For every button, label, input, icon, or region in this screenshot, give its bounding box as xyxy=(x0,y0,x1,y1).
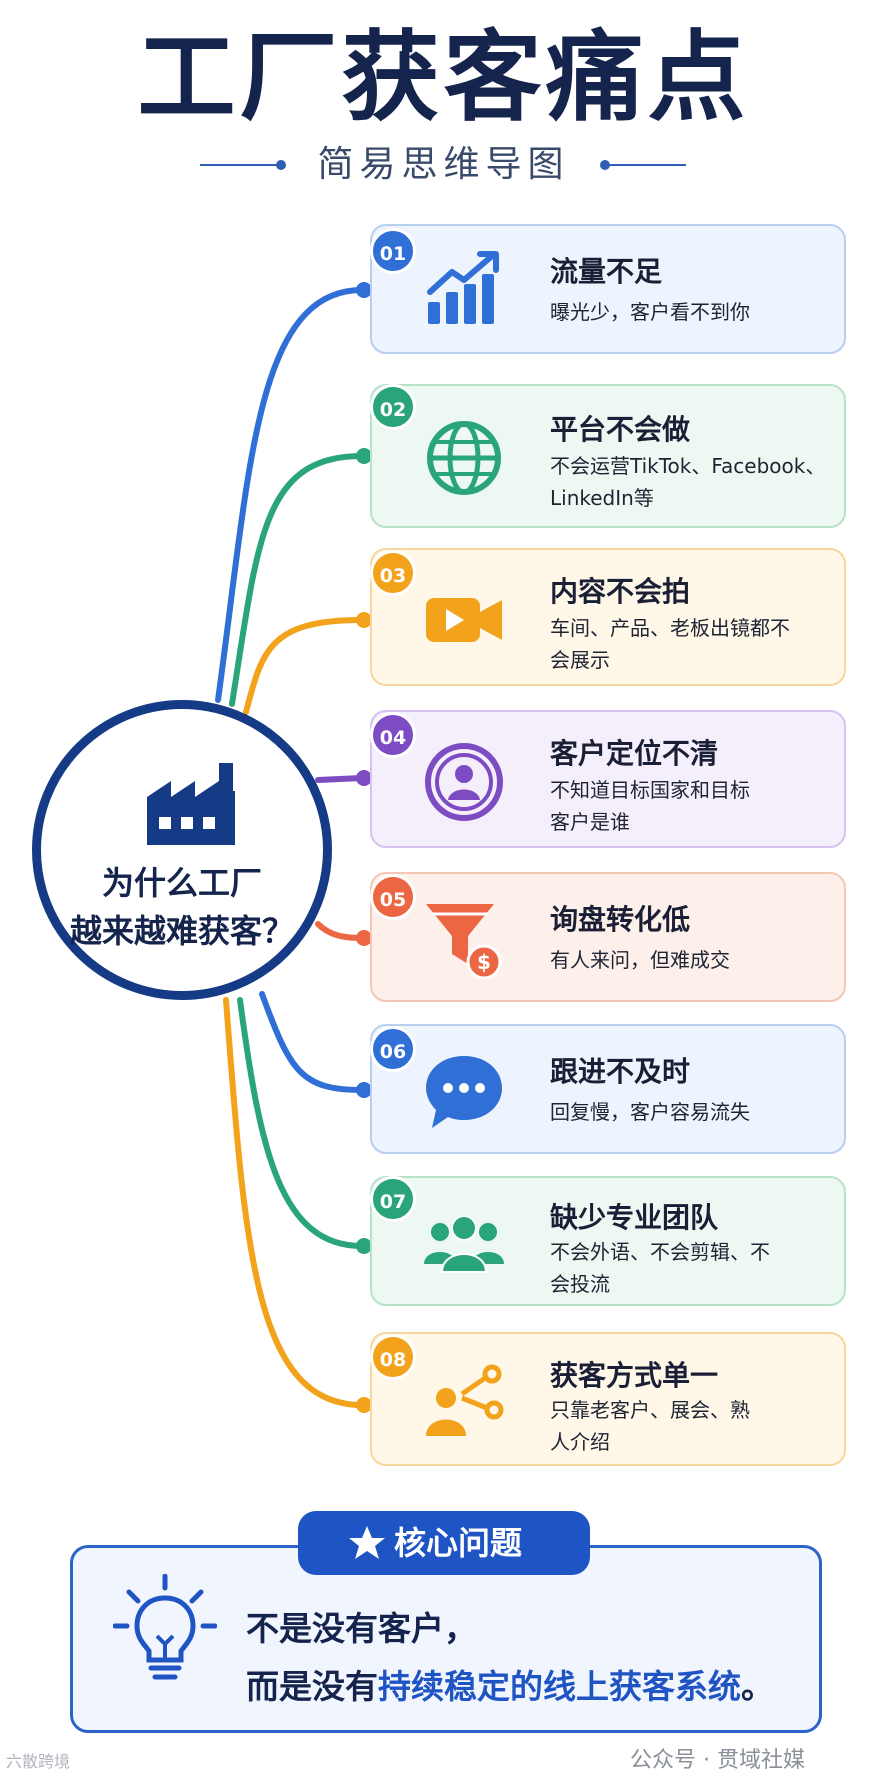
card-description: 曝光少，客户看不到你 xyxy=(550,300,750,324)
card-title: 获客方式单一 xyxy=(550,1359,719,1392)
connector-03 xyxy=(243,617,365,715)
card-title: 缺少专业团队 xyxy=(550,1201,719,1234)
core-line2-prefix: 而是没有 xyxy=(246,1667,378,1706)
svg-text:$: $ xyxy=(477,950,491,974)
connector-04 xyxy=(315,775,365,783)
pain-point-card-06: 跟进不及时 回复慢，客户容易流失 xyxy=(370,1024,846,1154)
card-description: 不知道目标国家和目标客户是谁 xyxy=(550,778,750,834)
connector-dot-01 xyxy=(356,282,372,298)
pain-point-card-04: 客户定位不清 不知道目标国家和目标客户是谁 xyxy=(370,710,846,848)
hub-text-line1: 为什么工厂 xyxy=(101,864,262,902)
core-statement-line2: 而是没有持续稳定的线上获客系统。 xyxy=(246,1660,774,1708)
connector-dot-02 xyxy=(356,448,372,464)
number-badge-02: 02 xyxy=(370,384,416,430)
number-badge-06: 06 xyxy=(370,1026,416,1072)
hub-text-line2: 越来越难获客？ xyxy=(69,912,294,950)
card-title: 跟进不及时 xyxy=(550,1055,691,1088)
chat-bubble-icon xyxy=(426,1056,502,1128)
connector-dot-07 xyxy=(356,1238,372,1254)
subtitle-line-left xyxy=(200,164,280,166)
connector-06 xyxy=(259,991,365,1093)
card-title: 流量不足 xyxy=(550,255,663,288)
star-icon xyxy=(349,1526,385,1559)
user-target-icon xyxy=(425,743,503,821)
subtitle-dot-right xyxy=(600,160,610,170)
watermark-left: 六散跨境 xyxy=(6,1752,71,1771)
funnel-dollar-icon: $ xyxy=(426,904,502,980)
connector-dot-04 xyxy=(356,770,372,786)
connector-dot-05 xyxy=(356,930,372,946)
person-share-icon xyxy=(426,1364,504,1436)
card-title: 平台不会做 xyxy=(550,413,691,446)
card-title: 客户定位不清 xyxy=(550,737,719,770)
card-description: 不会外语、不会剪辑、不会投流 xyxy=(550,1240,770,1296)
connector-dot-03 xyxy=(356,612,372,628)
central-question-hub: 为什么工厂 越来越难获客？ xyxy=(32,700,332,1000)
globe-icon xyxy=(427,421,501,495)
number-badge-04: 04 xyxy=(370,712,416,758)
hub-question-text: 为什么工厂 越来越难获客？ xyxy=(41,859,323,955)
watermark-right: 公众号 · 贯域社媒 xyxy=(630,1748,805,1773)
core-problem-label: 核心问题 xyxy=(394,1524,523,1562)
connector-01 xyxy=(215,287,365,703)
card-description: 有人来问，但难成交 xyxy=(550,948,730,972)
rising-bar-chart-icon xyxy=(427,251,499,324)
subtitle-row: 简易思维导图 xyxy=(0,140,887,190)
connector-dot-06 xyxy=(356,1082,372,1098)
card-description: 不会运营TikTok、Facebook、LinkedIn等 xyxy=(550,454,826,510)
connector-05 xyxy=(315,921,365,941)
card-description: 回复慢，客户容易流失 xyxy=(550,1100,750,1124)
core-problem-tab: 核心问题 xyxy=(298,1511,590,1575)
subtitle-line-right xyxy=(606,164,686,166)
pain-point-card-03: 内容不会拍 车间、产品、老板出镜都不会展示 xyxy=(370,548,846,686)
subtitle-dot-left xyxy=(276,160,286,170)
pain-point-card-01: 流量不足 曝光少，客户看不到你 xyxy=(370,224,846,354)
pain-point-card-08: 获客方式单一 只靠老客户、展会、熟人介绍 xyxy=(370,1332,846,1466)
connector-02 xyxy=(229,453,365,707)
card-description: 车间、产品、老板出镜都不会展示 xyxy=(550,616,790,672)
core-line2-highlight: 持续稳定的线上获客系统 xyxy=(378,1667,741,1706)
page-title: 工厂获客痛点 xyxy=(137,21,750,135)
card-description: 只靠老客户、展会、熟人介绍 xyxy=(550,1398,750,1454)
connector-08 xyxy=(223,997,365,1408)
lightbulb-icon xyxy=(113,1574,217,1680)
number-badge-03: 03 xyxy=(370,550,416,596)
number-badge-08: 08 xyxy=(370,1334,416,1380)
pain-point-card-07: 缺少专业团队 不会外语、不会剪辑、不会投流 xyxy=(370,1176,846,1306)
team-icon xyxy=(424,1215,504,1273)
core-line2-suffix: 。 xyxy=(741,1667,774,1706)
connector-dot-08 xyxy=(356,1397,372,1413)
core-statement-line1: 不是没有客户， xyxy=(246,1609,477,1648)
factory-icon xyxy=(147,763,235,845)
card-title: 询盘转化低 xyxy=(550,903,691,936)
number-badge-07: 07 xyxy=(370,1176,416,1222)
page-subtitle: 简易思维导图 xyxy=(317,144,570,185)
connector-07 xyxy=(237,997,365,1249)
pain-point-card-05: $ 询盘转化低 有人来问，但难成交 xyxy=(370,872,846,1002)
number-badge-05: 05 xyxy=(370,874,416,920)
core-problem-box xyxy=(70,1545,822,1733)
number-badge-01: 01 xyxy=(370,228,416,274)
pain-point-card-02: 平台不会做 不会运营TikTok、Facebook、LinkedIn等 xyxy=(370,384,846,528)
card-title: 内容不会拍 xyxy=(550,575,691,608)
video-camera-icon xyxy=(426,598,502,642)
